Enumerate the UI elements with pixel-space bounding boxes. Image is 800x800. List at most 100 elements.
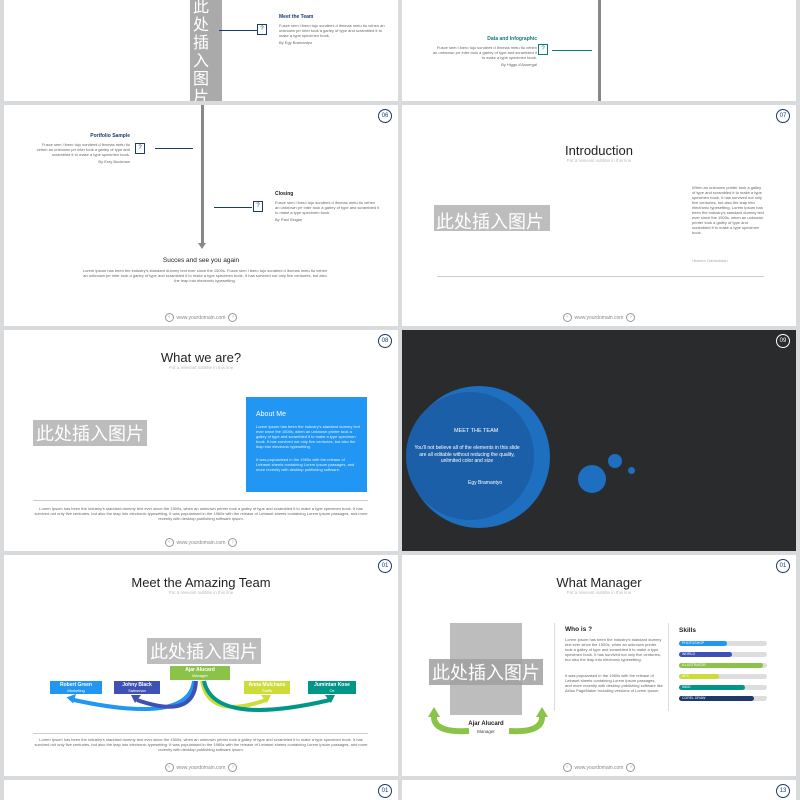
slide-number: 09 — [776, 334, 790, 348]
team-arrows — [66, 680, 335, 712]
who-body-2: It was popularised in the 1960s with the… — [565, 673, 663, 693]
slide-title: What we are? — [160, 350, 242, 365]
slide-partial-bottom-left: 01 — [4, 780, 398, 800]
block-body: Fusce sem l ibero tuju sondemi d ibnmas … — [279, 23, 385, 38]
slide-number: 13 — [776, 784, 790, 798]
slide-footer: ‹www.yourdomain.com› — [4, 538, 398, 547]
member-role: Marketing — [67, 688, 85, 693]
center-name: Ajar Alucard — [185, 667, 215, 673]
closing-title: Succes and see you again — [162, 257, 240, 264]
slide-number: 01 — [776, 559, 790, 573]
slide-subtitle: Put a relevant subtitle in this line — [566, 590, 632, 595]
slide-footer: ‹www.yourdomain.com› — [4, 313, 398, 322]
block-heading: Portfolio Sample — [90, 133, 130, 139]
circle-heading: MEET THE TEAM — [454, 428, 499, 434]
timeline-line — [201, 105, 204, 245]
question-icon: ? — [538, 44, 548, 55]
slide-body: Lorem Ipsum has been the industry's stan… — [34, 506, 368, 521]
team-block: Meet the Team Fusce sem l ibero tuju son… — [279, 14, 389, 45]
circle-body: You'll not believe all of the elements i… — [414, 445, 520, 464]
slide-partial-bottom-right: 13 — [402, 780, 796, 800]
slide-number: 01 — [378, 784, 392, 798]
who-body: Lorem Ipsum has been the industry's stan… — [565, 637, 662, 662]
skill-bar-track — [679, 674, 767, 679]
intro-signature: Heaven Garlantidan — [692, 258, 728, 263]
prev-arrow-icon[interactable]: ‹ — [562, 313, 572, 322]
connector-line — [214, 207, 252, 208]
block-body: Fusce sem l ibero tuju sondemi d ibnmas … — [36, 142, 130, 157]
next-arrow-icon[interactable]: › — [228, 538, 238, 547]
team-card-center: Ajar Alucard Manager — [170, 666, 230, 680]
skill-bar: AFX — [679, 674, 719, 679]
question-icon: ? — [253, 201, 263, 212]
next-arrow-icon[interactable]: › — [228, 313, 238, 322]
block-heading: Data and Infographic — [487, 36, 537, 42]
member-role: Ox — [329, 688, 335, 693]
intro-body: When an unknown printer took a galley of… — [692, 185, 764, 235]
slide-introduction: 07 Introduction Put a relevant subtitle … — [402, 105, 796, 326]
slide-subtitle: Put a relevant subtitle in this line — [566, 158, 632, 163]
bubble-small — [628, 467, 635, 474]
slide-portfolio-closing: 06 Portfolio Sample Fusce sem l ibero tu… — [4, 105, 398, 326]
divider-vertical — [668, 623, 669, 711]
slide-infographic-partial: Data and Infographic Fusce sem l ibero t… — [402, 0, 796, 101]
block-heading: Closing — [275, 191, 294, 197]
member-role: Salesman — [128, 688, 146, 693]
question-icon: ? — [257, 24, 267, 35]
slide-amazing-team: 01 Meet the Amazing Team Put a relevant … — [4, 555, 398, 776]
timeline-line — [598, 0, 601, 101]
infographic-block: Data and Infographic Fusce sem l ibero t… — [432, 36, 537, 67]
slide-title: What Manager — [556, 575, 642, 590]
connector-line — [155, 148, 193, 149]
member-name: Robert Green — [60, 682, 92, 688]
footer-domain: www.yourdomain.com — [574, 314, 624, 321]
slide-what-we-are: 08 What we are? Put a relevant subtitle … — [4, 330, 398, 551]
bubble-large — [578, 465, 606, 493]
slide-meet-team-partial: 此处插入图片 ? Meet the Team Fusce sem l ibero… — [4, 0, 398, 101]
timeline-arrow-icon — [198, 243, 206, 249]
member-name: Anna Mulchaos — [248, 682, 286, 688]
slide-meet-team-dark: 09 MEET THE TEAM You'll not believe all … — [402, 330, 796, 551]
skills-title: Skills — [679, 627, 696, 634]
inner-circle — [406, 392, 534, 520]
member-name: Johny Black — [122, 682, 152, 688]
prev-arrow-icon[interactable]: ‹ — [164, 763, 174, 772]
slide-footer: ‹www.yourdomain.com› — [4, 763, 398, 772]
footer-domain: www.yourdomain.com — [176, 314, 226, 321]
slide-subtitle: Put a relevant subtitle in this line — [168, 365, 234, 370]
image-placeholder-label: 此处插入图片 — [33, 420, 147, 446]
image-placeholder-label: 此处插入图片 — [190, 0, 222, 101]
slide-title: Introduction — [565, 143, 633, 158]
slide-title: Meet the Amazing Team — [131, 575, 271, 590]
skill-bar: PHOTOSHOP — [679, 641, 728, 646]
prev-arrow-icon[interactable]: ‹ — [164, 313, 174, 322]
prev-arrow-icon[interactable]: ‹ — [164, 538, 174, 547]
closing-block: Closing Fusce sem l ibero tuju sondemi d… — [275, 191, 380, 222]
slide-number: 08 — [378, 334, 392, 348]
team-card-2: Anna Mulchaos Staffs — [244, 681, 290, 694]
block-heading: Meet the Team — [279, 14, 314, 20]
divider-vertical — [554, 623, 555, 711]
team-card-0: Robert Green Marketing — [50, 681, 102, 694]
divider — [437, 276, 764, 277]
block-author: By Erzy Buckman — [98, 159, 130, 164]
who-title: Who is ? — [565, 626, 593, 633]
manager-arrows — [428, 707, 548, 735]
bubble-medium — [608, 454, 622, 468]
manager-name: Ajar Alucard — [468, 721, 504, 727]
block-author: By Paul Singke — [275, 217, 303, 222]
question-icon: ? — [135, 143, 145, 154]
image-placeholder-label: 此处插入图片 — [429, 659, 543, 685]
member-name: Jumintan Kose — [314, 682, 350, 688]
slide-what-manager: 01 What Manager Put a relevant subtitle … — [402, 555, 796, 776]
circle-author: Egy Bramantyo — [468, 480, 503, 486]
next-arrow-icon[interactable]: › — [228, 763, 238, 772]
divider — [33, 500, 368, 501]
block-body: Fusce sem l ibero tuju sondemi d ibnmas … — [432, 45, 537, 60]
next-arrow-icon[interactable]: › — [626, 763, 636, 772]
prev-arrow-icon[interactable]: ‹ — [562, 763, 572, 772]
skill-bar: ILLUSTRATOR — [679, 663, 763, 668]
portfolio-block: Portfolio Sample Fusce sem l ibero tuju … — [32, 133, 130, 164]
next-arrow-icon[interactable]: › — [626, 313, 636, 322]
